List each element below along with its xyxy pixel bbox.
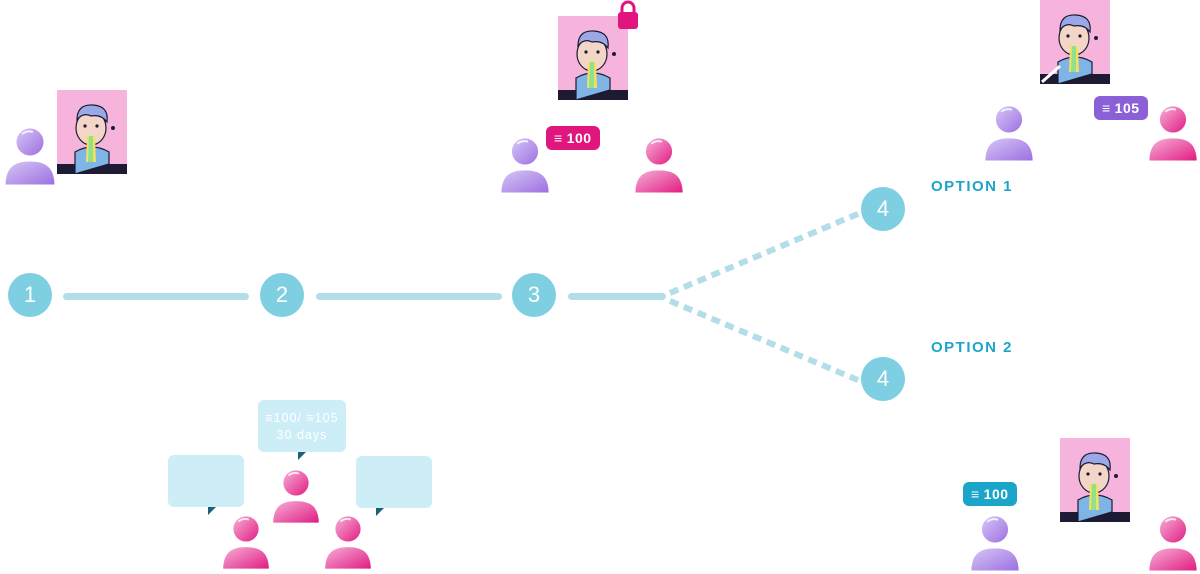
step-4a-number: 4: [876, 196, 890, 221]
offerer-user-icon-center: [268, 466, 324, 526]
step-4-option-2-circle: 4: [861, 357, 905, 401]
nft-return-arrow: [1041, 64, 1061, 84]
borrower-user-icon: [496, 134, 554, 196]
step-1-circle: 1: [8, 273, 52, 317]
step-1-number: 1: [23, 282, 37, 307]
step-2-number: 2: [275, 282, 289, 307]
offer-bubble-right: [356, 456, 432, 516]
step-3-circle: 3: [512, 273, 556, 317]
nft-image-claimed: [1060, 438, 1130, 522]
timeline-segment-3: [568, 293, 666, 300]
option-1-label: OPTION 1: [931, 178, 1014, 195]
token-icon: ≡: [1102, 100, 1111, 116]
offerer-user-icon-left: [218, 512, 274, 572]
lender-user-icon-option2: [1144, 512, 1200, 574]
lender-user-icon: [0, 124, 60, 188]
offer-bubble-text: ≡100/ ≡105 30 days: [265, 411, 339, 442]
option-2-label: OPTION 2: [931, 339, 1014, 356]
step-4b-number: 4: [876, 366, 890, 391]
borrower-user-icon-option2: [966, 512, 1024, 574]
lender-user-icon-option1: [1144, 102, 1200, 164]
lock-icon: [618, 0, 638, 29]
default-amount-value: 100: [983, 486, 1009, 502]
timeline-segment-1: [63, 293, 249, 300]
step-2-circle: 2: [260, 273, 304, 317]
offerer-user-icon-right: [320, 512, 376, 572]
branch-to-option-1: [668, 210, 862, 296]
step-4-option-1-circle: 4: [861, 187, 905, 231]
borrower-user-icon-option1: [980, 102, 1038, 164]
nft-image: [57, 90, 127, 174]
token-icon: ≡: [971, 486, 980, 502]
branch-lines: [668, 210, 862, 384]
step-3-number: 3: [527, 282, 541, 307]
repay-amount-badge: ≡105: [1094, 96, 1148, 120]
offer-bubble-left: [168, 455, 244, 515]
offer-bubble-center: ≡100/ ≡105 30 days: [258, 400, 346, 460]
loan-amount-value: 100: [566, 130, 592, 146]
timeline-segment-2: [316, 293, 502, 300]
repay-amount-value: 105: [1114, 100, 1140, 116]
default-amount-badge: ≡100: [963, 482, 1017, 506]
token-icon: ≡: [554, 130, 563, 146]
lender-user-icon-step3: [630, 134, 688, 196]
branch-to-option-2: [668, 298, 862, 384]
loan-amount-badge: ≡100: [546, 126, 600, 150]
